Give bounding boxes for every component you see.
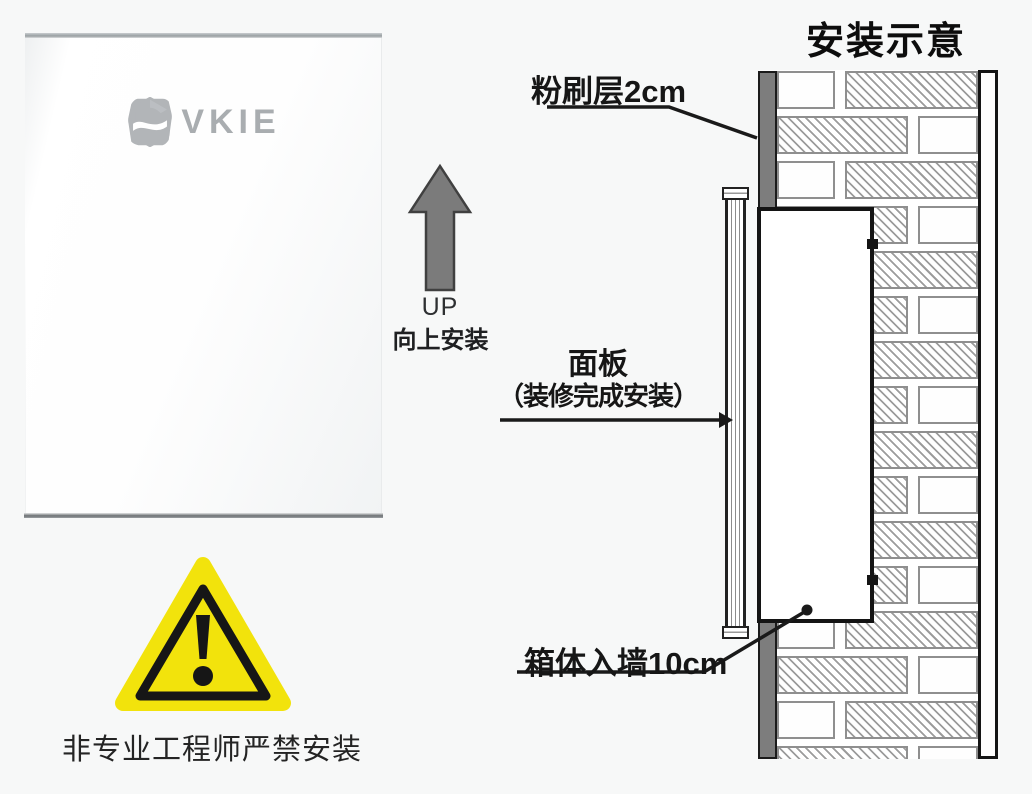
hatched-brick bbox=[845, 701, 978, 739]
diagram-title: 安装示意 bbox=[806, 21, 967, 63]
box-mount-tab bbox=[867, 239, 878, 249]
up-label: UP bbox=[421, 293, 459, 321]
brick bbox=[918, 386, 978, 424]
hatched-brick bbox=[777, 116, 908, 154]
brick bbox=[777, 71, 835, 109]
embedded-box bbox=[757, 207, 874, 623]
brick bbox=[918, 476, 978, 514]
plaster-layer-bottom bbox=[758, 621, 777, 759]
brick-row bbox=[777, 701, 978, 739]
brick bbox=[918, 296, 978, 334]
install-upward-label: 向上安装 bbox=[392, 327, 489, 354]
hatched-brick bbox=[845, 71, 978, 109]
brick bbox=[918, 656, 978, 694]
panel-bottom-edge bbox=[24, 513, 383, 518]
box-mount-tab bbox=[867, 575, 878, 585]
brick-row bbox=[777, 746, 978, 759]
box-depth-label: 箱体入墙10cm bbox=[524, 646, 728, 681]
product-panel: VKIE bbox=[24, 33, 383, 518]
panel-label-line1: 面板 bbox=[568, 348, 628, 381]
hexagon-logo-icon bbox=[128, 97, 173, 147]
hatched-brick bbox=[777, 746, 908, 759]
brick bbox=[918, 746, 978, 759]
hatched-brick bbox=[845, 521, 978, 559]
brand-name: VKIE bbox=[181, 102, 281, 141]
brick bbox=[918, 116, 978, 154]
brick-row bbox=[777, 116, 978, 154]
panel-label-line2: （装修完成安装） bbox=[498, 381, 699, 411]
front-panel-strip bbox=[725, 200, 746, 627]
brick-row bbox=[777, 161, 978, 199]
panel-label: 面板 （装修完成安装） bbox=[498, 348, 699, 412]
brand-logo: VKIE bbox=[25, 97, 382, 147]
warning-text: 非专业工程师严禁安装 bbox=[62, 734, 363, 766]
plaster-layer-top bbox=[758, 71, 777, 209]
hatched-brick bbox=[845, 161, 978, 199]
hatched-brick bbox=[777, 656, 908, 694]
up-arrow-icon bbox=[407, 163, 473, 292]
panel-top-edge bbox=[25, 33, 382, 38]
brick bbox=[777, 701, 835, 739]
brick bbox=[918, 206, 978, 244]
warning-triangle-icon bbox=[115, 557, 291, 711]
brick-row bbox=[777, 656, 978, 694]
wall-right-face bbox=[978, 70, 998, 759]
front-panel-cap-top bbox=[722, 187, 749, 200]
brick bbox=[918, 566, 978, 604]
brick bbox=[777, 161, 835, 199]
brick-row bbox=[777, 71, 978, 109]
plaster-layer-label: 粉刷层2cm bbox=[531, 74, 687, 109]
